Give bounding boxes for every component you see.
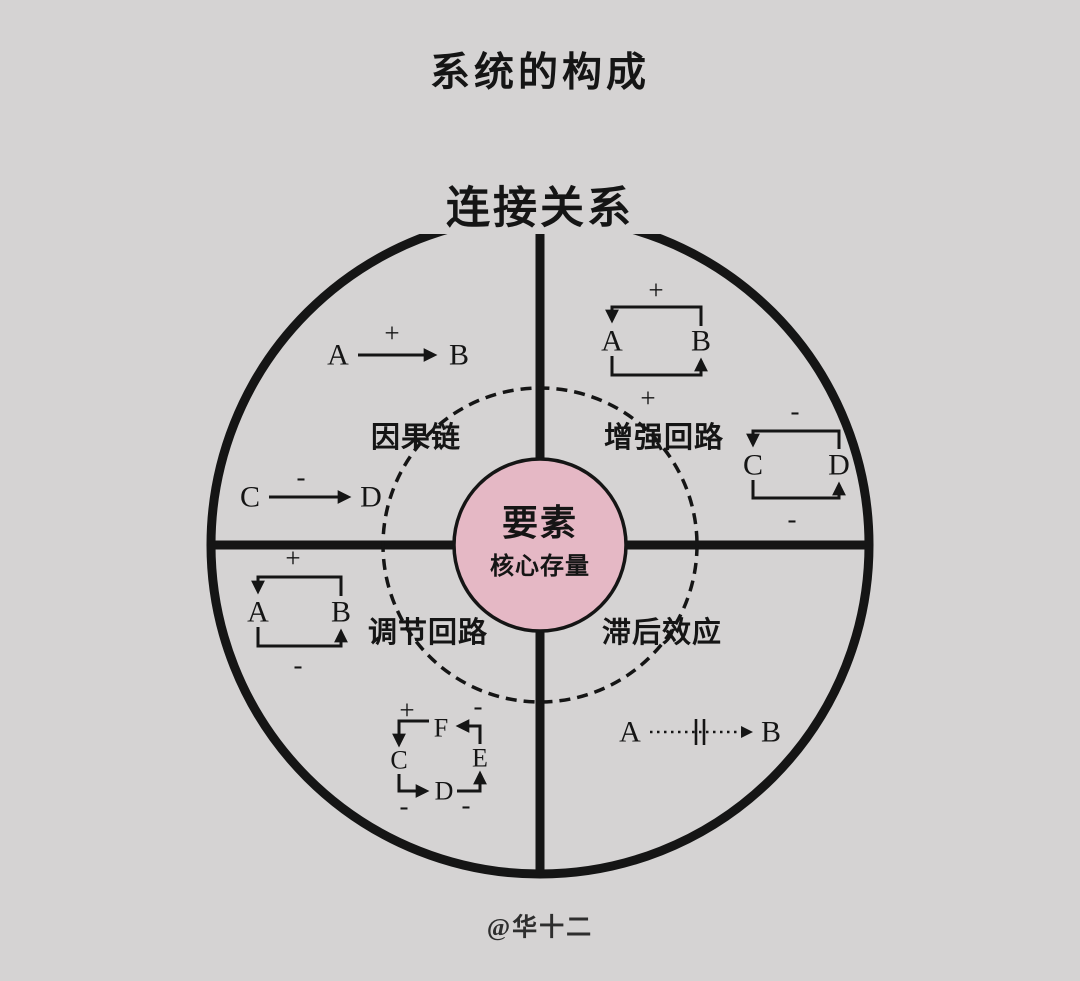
causal-positive-node-from: A: [327, 339, 349, 372]
reinforcing-cd-bottom-sign: -: [788, 504, 797, 534]
reinforcing-ab-top-link: [605, 305, 703, 326]
cdef-sign-c-to-d: -: [400, 791, 409, 821]
cdef-sign-f-to-c: +: [399, 695, 414, 725]
reinforcing-cd-top-sign: -: [791, 396, 800, 426]
credit-watermark: @华十二: [487, 913, 593, 942]
page-title: 系统的构成: [430, 50, 650, 95]
balancing-ab-top-sign: +: [285, 543, 300, 573]
reinforcing-ab-top-sign: +: [648, 275, 663, 305]
example-delay-ab: A B: [619, 716, 781, 749]
outer-label-backdrop: [418, 180, 662, 234]
example-reinforcing-cd: - C D -: [743, 396, 850, 534]
reinforcing-cd-node-right: D: [828, 449, 850, 482]
causal-negative-sign: -: [297, 462, 306, 492]
delay-node-from: A: [619, 716, 641, 749]
causal-negative-node-to: D: [360, 481, 382, 514]
quadrant-label-causal-chain: 因果链: [371, 420, 461, 454]
cdef-sign-e-to-f: -: [474, 691, 483, 721]
inner-dashed-circle: [381, 386, 699, 704]
reinforcing-cd-top-link: [746, 429, 841, 449]
quadrant-label-reinforcing-loop: 增强回路: [604, 421, 724, 454]
quadrant-label-balancing-loop: 调节回路: [368, 616, 488, 649]
causal-positive-node-to: B: [449, 339, 469, 372]
reinforcing-ab-bottom-link: [610, 356, 708, 377]
stock-subtitle: 核心存量: [490, 552, 590, 580]
cdef-sign-d-to-e: -: [462, 790, 471, 820]
outer-label: 连接关系: [446, 184, 634, 233]
cdef-node-f: F: [434, 714, 448, 743]
cdef-node-d: D: [435, 777, 454, 806]
balancing-ab-top-link: [251, 575, 343, 596]
reinforcing-ab-bottom-sign: +: [640, 383, 655, 413]
balancing-ab-node-right: B: [331, 596, 351, 629]
reinforcing-cd-bottom-link: [751, 480, 846, 500]
balancing-ab-bottom-link: [256, 627, 348, 648]
cdef-link-e-to-f: [455, 719, 482, 744]
balancing-ab-node-left: A: [247, 596, 269, 629]
cdef-node-c: C: [390, 746, 407, 775]
quadrant-label-delay-effect: 滞后效应: [602, 615, 722, 649]
example-causal-positive: A + B: [327, 318, 469, 372]
example-balancing-ab: + A B -: [247, 543, 351, 680]
balancing-ab-bottom-sign: -: [294, 650, 303, 680]
cdef-node-e: E: [472, 744, 488, 773]
example-reinforcing-ab: + A B +: [601, 275, 711, 413]
example-causal-negative: C - D: [240, 462, 382, 514]
cdef-link-c-to-d: [397, 774, 430, 798]
example-balancing-cdef: + - F C E D - -: [390, 691, 488, 821]
reinforcing-ab-node-left: A: [601, 325, 623, 358]
reinforcing-ab-node-right: B: [691, 325, 711, 358]
cdef-link-d-to-e: [457, 770, 487, 793]
reinforcing-cd-node-left: C: [743, 449, 763, 482]
delay-node-to: B: [761, 716, 781, 749]
stock-circle: [452, 457, 628, 633]
causal-positive-sign: +: [384, 318, 399, 348]
cdef-link-f-to-c: [392, 719, 429, 748]
stock-title: 要素: [502, 503, 578, 543]
causal-negative-node-from: C: [240, 481, 260, 514]
